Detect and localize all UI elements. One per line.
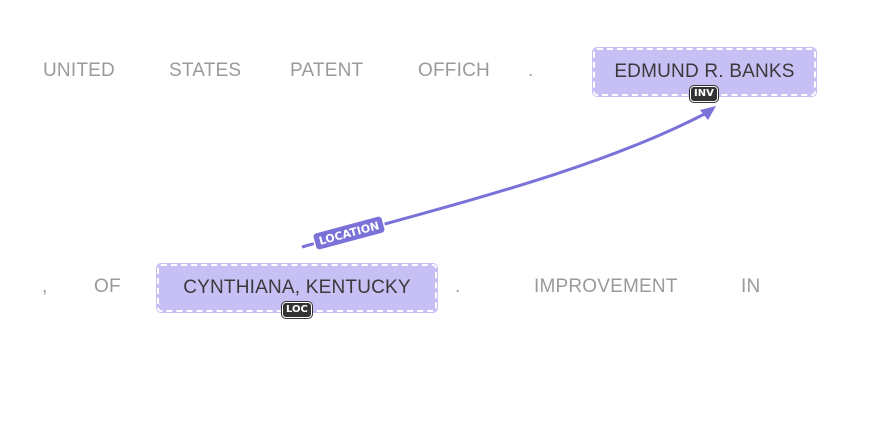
- relation-label-group: LOCATION: [312, 215, 386, 251]
- relation-arrow-head: [700, 106, 716, 120]
